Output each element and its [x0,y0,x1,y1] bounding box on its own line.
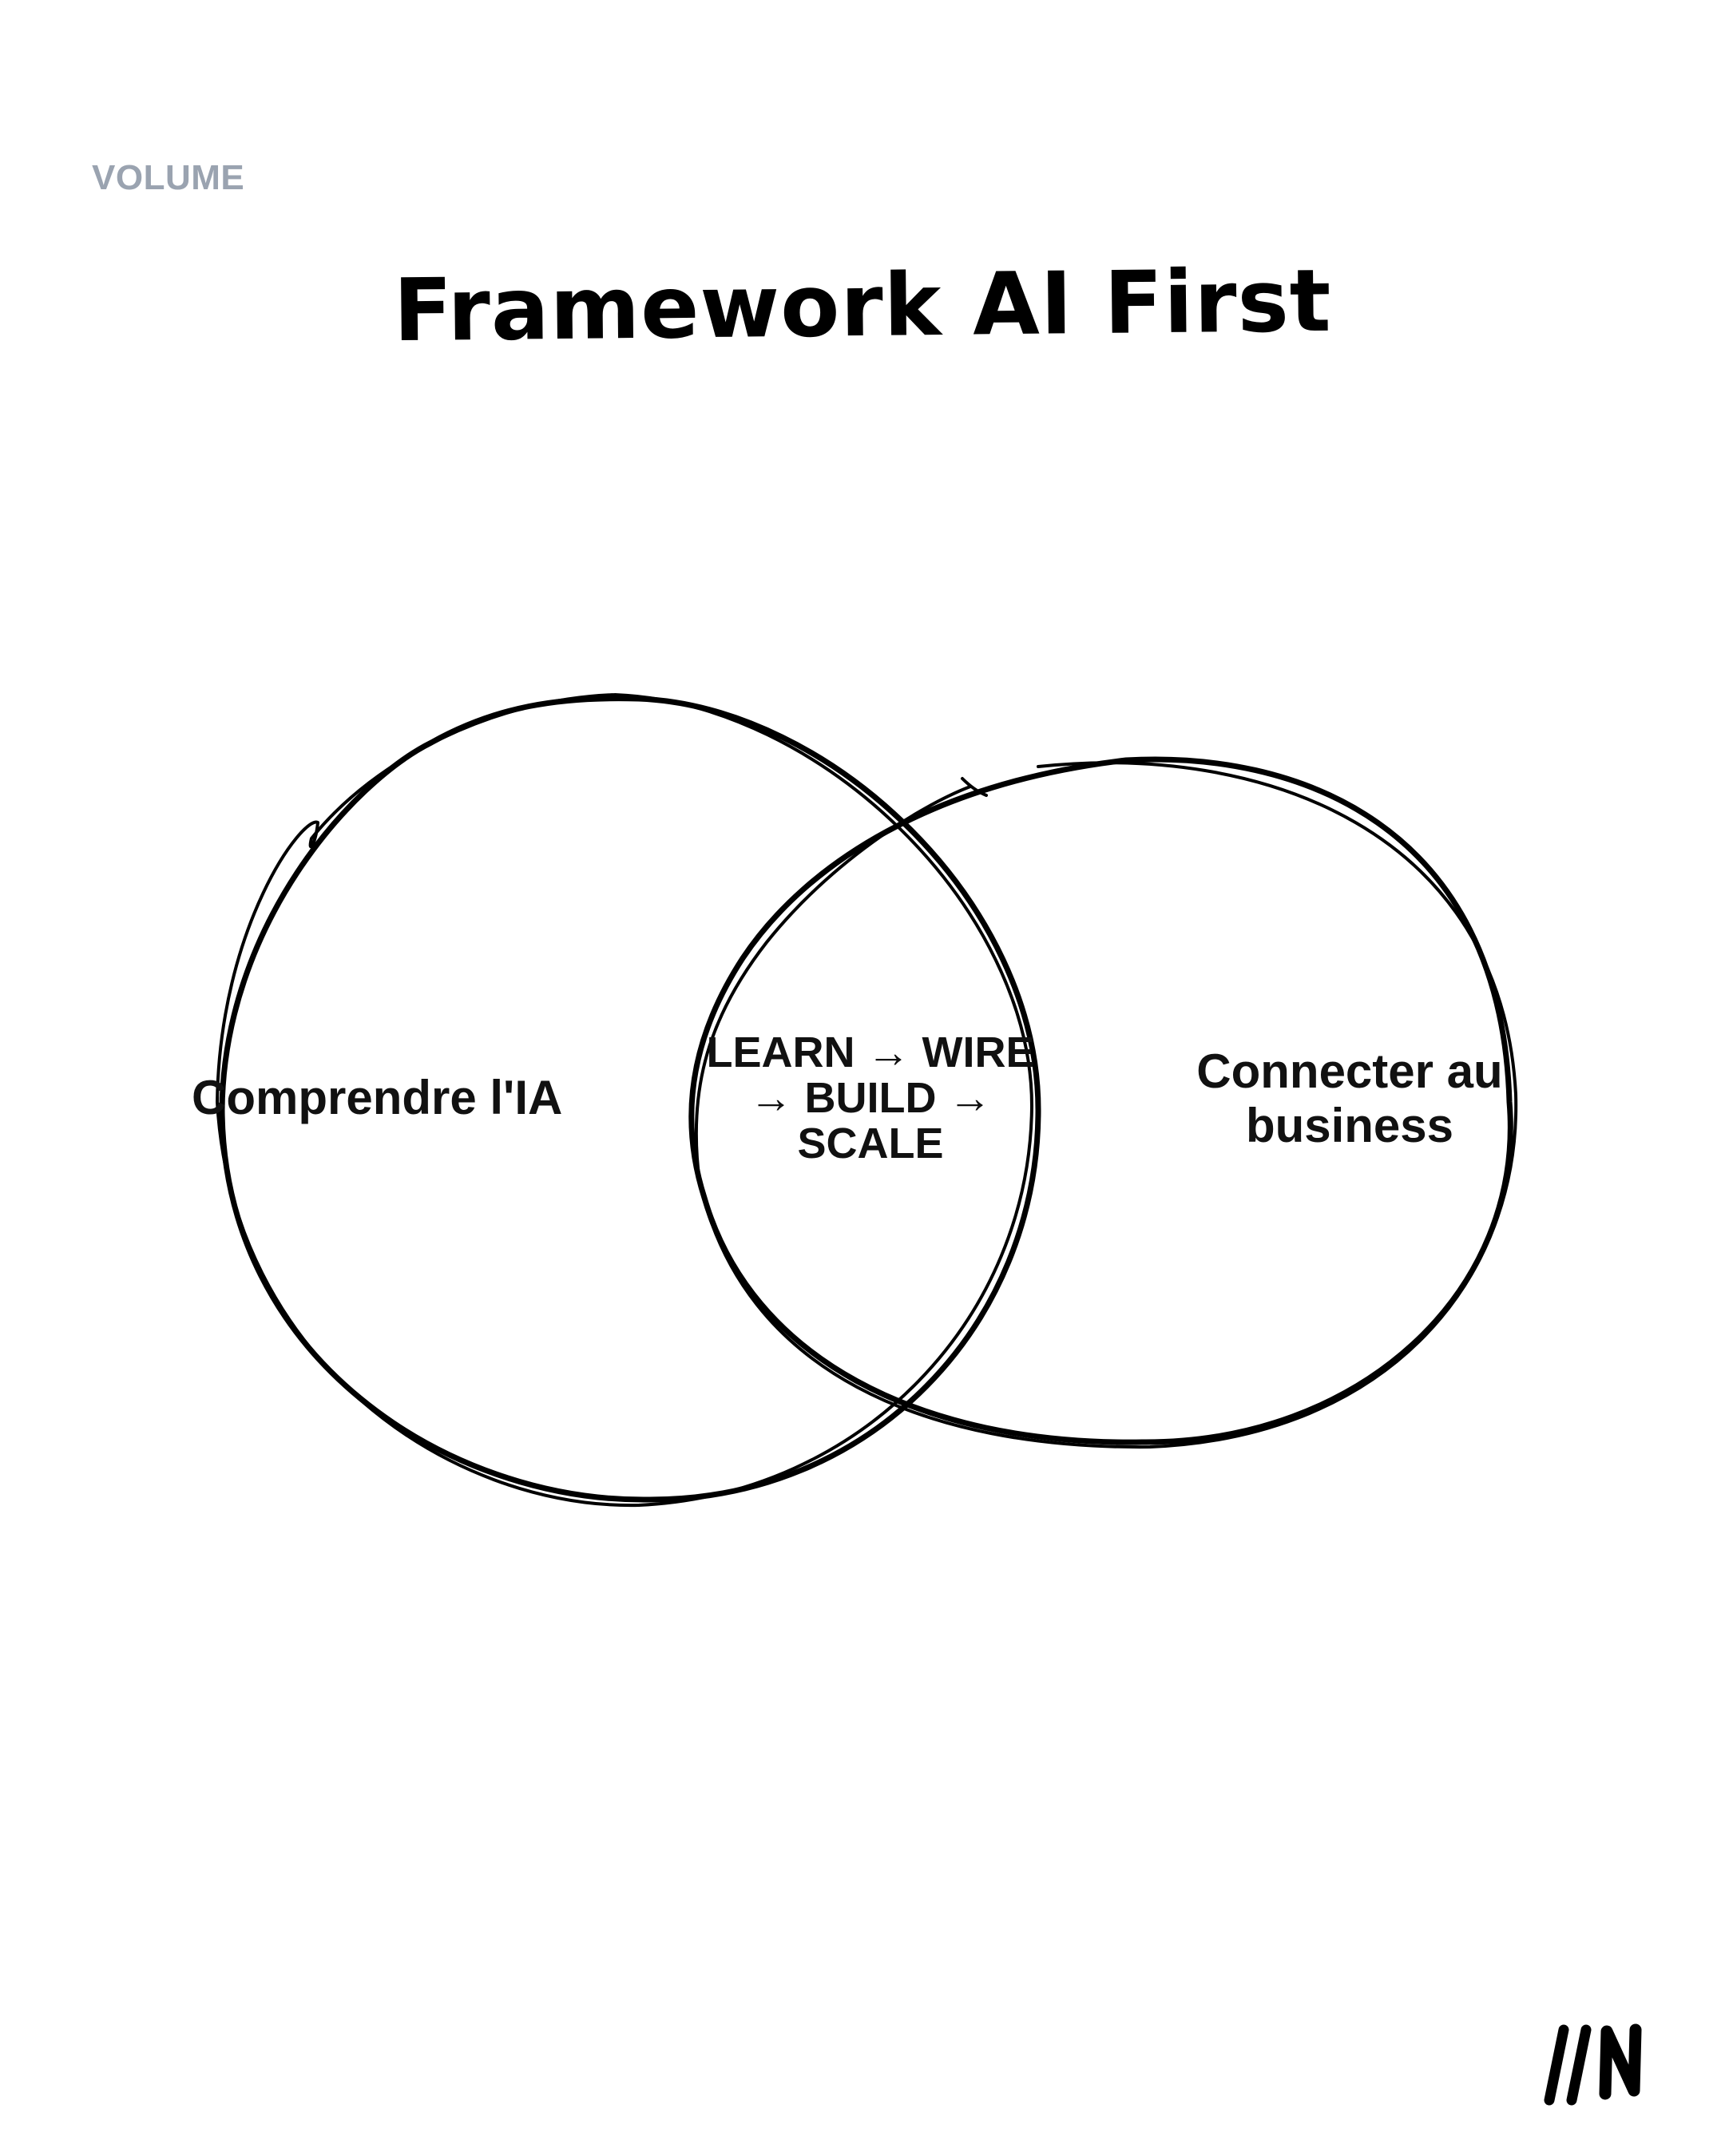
venn-center-label: LEARN → WIRE → BUILD → SCALE [706,1028,1035,1168]
venn-left-label: Comprendre l'IA [192,1071,563,1124]
brand-logo [1532,2020,1652,2108]
right-circle [688,756,1513,1445]
left-circle-overstroke [216,693,1033,1508]
volume-kicker: VOLUME [92,158,245,197]
slash-slash-n-logo-icon [1544,2023,1642,2106]
venn-right-label: Connecter au business [1196,1044,1503,1152]
right-circle-overstroke [694,761,1518,1449]
sketch-mark [961,777,988,797]
